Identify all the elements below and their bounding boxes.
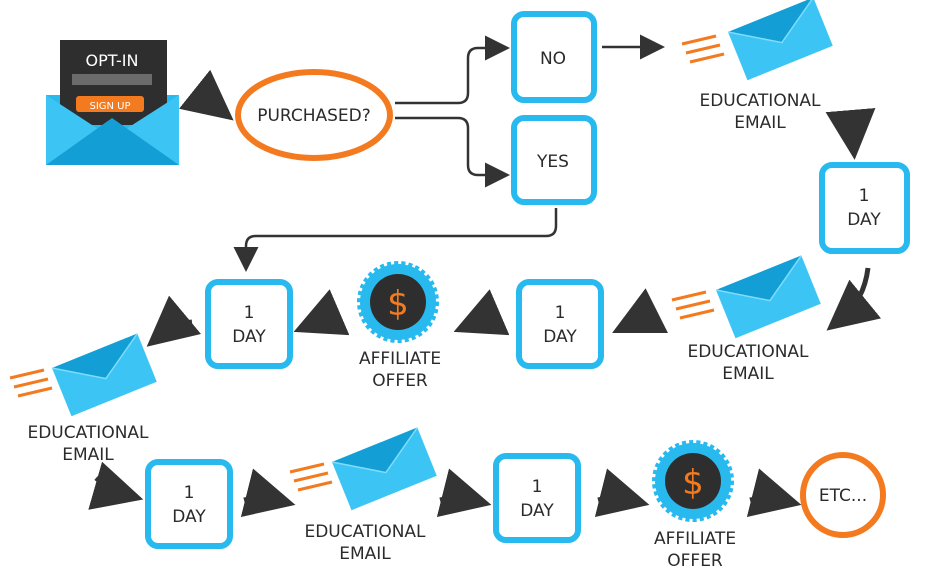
day-box-row2-b xyxy=(516,279,604,369)
branch-to-no xyxy=(395,35,510,105)
day-right-line2: DAY xyxy=(847,210,881,230)
yes-label: YES xyxy=(536,152,569,172)
affiliate-row3-line2: OFFER xyxy=(667,551,723,571)
arrow-email1-to-day xyxy=(825,108,876,160)
optin-title: OPT-IN xyxy=(85,51,138,70)
arrow-yes-to-row2 xyxy=(233,208,558,272)
branch-to-yes xyxy=(395,116,510,188)
email-1-envelope-icon xyxy=(727,0,833,81)
email-4-label-line1: EDUCATIONAL xyxy=(304,522,426,542)
email-4-envelope-icon xyxy=(331,427,437,511)
arrow-affiliate2-to-end xyxy=(746,468,802,517)
arrow-day-to-affiliate xyxy=(453,289,510,336)
day-row2b-line2: DAY xyxy=(543,327,577,347)
day-row2a-line1: 1 xyxy=(244,303,255,323)
email-4-motion-lines xyxy=(289,462,333,492)
day-box-row3-b xyxy=(493,453,581,543)
arrow-day-to-affiliate2 xyxy=(594,468,650,517)
signup-button: SIGN UP xyxy=(89,101,130,112)
optin-envelope-icon xyxy=(46,40,179,165)
no-label: NO xyxy=(540,49,566,69)
email-1-label-line2: EMAIL xyxy=(734,113,786,133)
email-2-label-line2: EMAIL xyxy=(722,364,774,384)
day-right-line1: 1 xyxy=(859,186,870,206)
email-1-motion-lines xyxy=(681,34,725,64)
arrow-day-to-email2 xyxy=(826,267,882,331)
day-box-right xyxy=(819,162,910,254)
end-circle xyxy=(800,452,886,538)
decision-circle xyxy=(235,69,393,161)
affiliate-row3-line1: AFFILIATE xyxy=(654,529,736,549)
arrow-day-to-email4 xyxy=(240,468,296,517)
yes-box xyxy=(511,115,597,205)
affiliate-row2-line2: OFFER xyxy=(372,371,428,391)
no-box xyxy=(511,11,597,103)
email-3-label-line1: EDUCATIONAL xyxy=(27,423,149,443)
day-row3a-line2: DAY xyxy=(172,507,206,527)
email-3-motion-lines xyxy=(9,368,53,398)
email-2-label-line1: EDUCATIONAL xyxy=(687,342,809,362)
affiliate-row3-symbol: $ xyxy=(682,463,704,503)
email-1-label-line1: EDUCATIONAL xyxy=(699,91,821,111)
arrow-optin-to-decision xyxy=(178,69,234,121)
affiliate-row2-line1: AFFILIATE xyxy=(359,349,441,369)
arrow-affiliate-to-day xyxy=(293,289,350,336)
arrow-day-to-email3 xyxy=(146,295,202,347)
day-row2b-line1: 1 xyxy=(555,303,566,323)
arrow-email4-to-day xyxy=(436,468,492,517)
affiliate-row2-symbol: $ xyxy=(387,284,409,324)
day-row3a-line1: 1 xyxy=(184,483,195,503)
email-4-label-line2: EMAIL xyxy=(339,544,391,564)
email-2-envelope-icon xyxy=(715,255,821,339)
email-3-envelope-icon xyxy=(51,333,157,417)
arrow-email3-to-day xyxy=(88,461,144,510)
affiliate-row2-dollar-badge-icon xyxy=(357,261,439,343)
email-3-label-line2: EMAIL xyxy=(62,445,114,465)
day-row3b-line2: DAY xyxy=(520,501,554,521)
day-box-row3-a xyxy=(145,459,233,549)
end-label: ETC... xyxy=(819,486,867,506)
arrow-email2-to-day xyxy=(612,288,669,333)
day-row3b-line1: 1 xyxy=(532,477,543,497)
day-box-row2-a xyxy=(205,279,293,369)
email-2-motion-lines xyxy=(671,290,715,320)
affiliate-row3-dollar-badge-icon xyxy=(652,440,734,522)
decision-label: PURCHASED? xyxy=(257,106,371,126)
day-row2a-line2: DAY xyxy=(232,327,266,347)
